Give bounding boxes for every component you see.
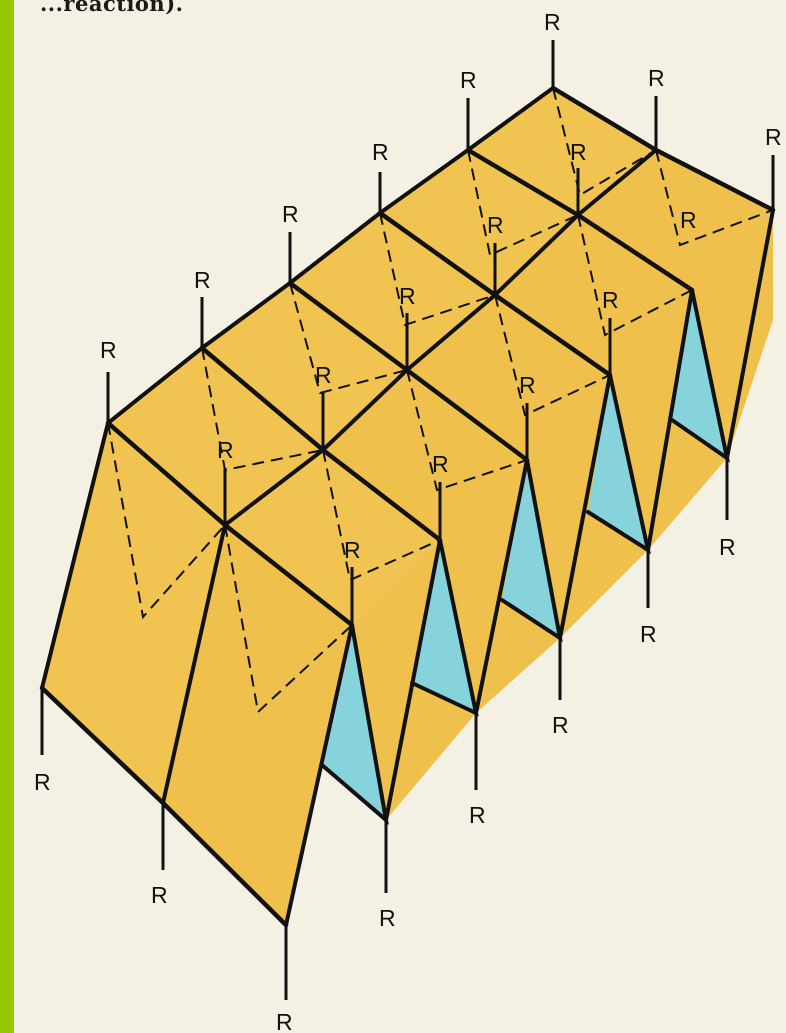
r-label-top-1: R (100, 337, 117, 363)
r-label-bottom-6: R (552, 712, 569, 738)
r-label-inner-1: R (217, 437, 234, 463)
r-label-bottom-5: R (469, 802, 486, 828)
r-label-inner-3: R (315, 362, 332, 388)
r-label-bottom-1: R (34, 769, 51, 795)
r-label-inner-8: R (602, 287, 619, 313)
r-label-top-5: R (460, 67, 477, 93)
r-label-bottom-3: R (276, 1009, 293, 1033)
r-label-top-3: R (282, 201, 299, 227)
r-label-inner-7: R (487, 212, 504, 238)
r-label-bottom-2: R (151, 882, 168, 908)
r-label-inner-2: R (344, 537, 361, 563)
r-label-inner-5: R (399, 283, 416, 309)
r-label-top-8: R (765, 124, 782, 150)
r-label-top-6: R (544, 9, 561, 35)
r-label-inner-10: R (680, 207, 697, 233)
r-label-top-2: R (194, 267, 211, 293)
r-label-inner-4: R (432, 451, 449, 477)
r-label-bottom-4: R (379, 905, 396, 931)
pleat-faces (42, 88, 773, 925)
r-label-top-7: R (648, 65, 665, 91)
r-label-bottom-8: R (719, 534, 736, 560)
r-label-inner-9: R (570, 139, 587, 165)
r-label-inner-6: R (519, 372, 536, 398)
r-label-bottom-7: R (640, 621, 657, 647)
r-label-top-4: R (372, 139, 389, 165)
